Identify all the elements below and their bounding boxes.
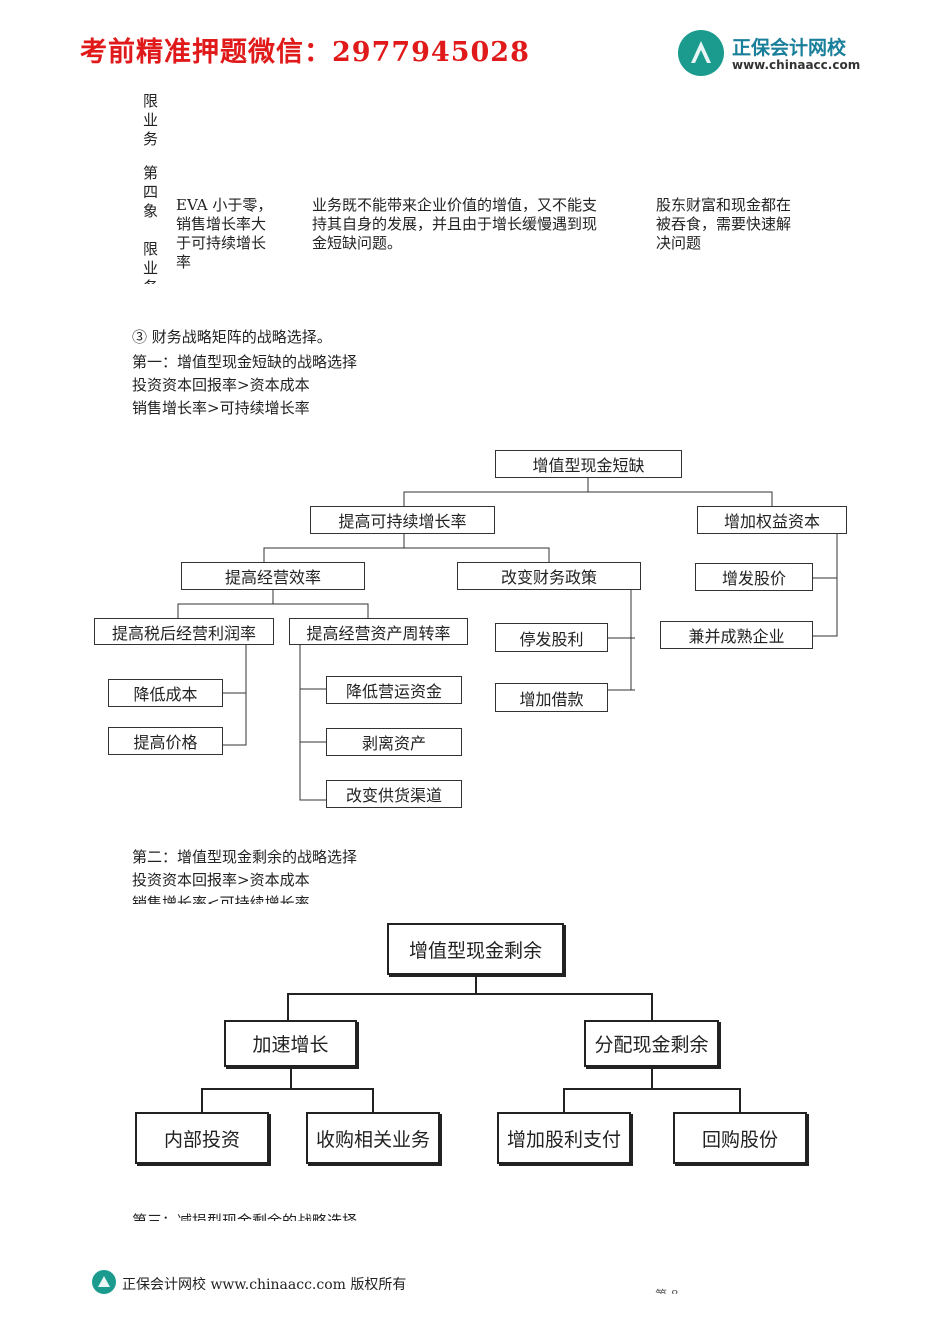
node-issue-shares: 增发股价 [695,563,813,591]
node-root-cash-shortage: 增值型现金短缺 [495,450,682,478]
node-distribute-surplus: 分配现金剩余 [584,1020,719,1067]
logo-title: 正保会计网校 [732,37,847,59]
label-char: 业 [143,111,159,129]
node-merge-mature: 兼并成熟企业 [660,621,813,649]
label-char: 象 [143,202,159,220]
label-char: 业 [143,259,159,277]
node-buyback: 回购股份 [673,1112,807,1164]
table-row4-label: 第 四 象 限 业 务 [143,164,159,284]
node-internal-investment: 内部投资 [135,1112,269,1164]
node-stop-dividend: 停发股利 [495,623,608,652]
promo-banner: 考前精准押题微信：2977945028 [80,37,530,68]
label-char: 限 [143,240,159,258]
label-char: 务 [143,278,159,284]
label-char: 四 [143,183,159,201]
page-number: 第 8 [655,1286,678,1294]
label-char: 第 [143,164,159,182]
node-profit-margin: 提高税后经营利润率 [94,618,274,645]
table-row4-description: 业务既不能带来企业价值的增值，又不能支 持其自身的发展，并且由于增长缓慢遇到现 … [312,196,598,252]
label-char: 务 [143,130,159,148]
table-row4-condition: EVA 小于零， 销售增长率大 于可持续增长 率 [176,196,273,271]
table-row3-label: 限 业 务 [143,92,159,149]
node-asset-turnover: 提高经营资产周转率 [289,618,468,645]
footer-copyright: 正保会计网校 www.chinaacc.com 版权所有 [122,1277,407,1293]
node-improve-efficiency: 提高经营效率 [181,562,365,590]
node-raise-price: 提高价格 [108,727,223,755]
first-condition-2: 销售增长率>可持续增长率 [132,399,310,417]
logo-url: www.chinaacc.com [732,58,861,72]
first-condition-1: 投资资本回报率>资本成本 [132,376,310,394]
node-borrow: 增加借款 [495,683,608,712]
logo-icon [678,30,724,76]
node-increase-dividend: 增加股利支付 [497,1112,631,1164]
node-cut-cost: 降低成本 [108,679,223,707]
node-change-financial-policy: 改变财务政策 [457,562,641,590]
second-condition-1: 投资资本回报率>资本成本 [132,871,310,889]
node-acquire-related: 收购相关业务 [306,1112,440,1164]
clipped-previous-text: —————————————— [96,62,292,68]
first-strategy-title: 第一：增值型现金短缺的战略选择 [132,353,358,371]
node-increase-equity: 增加权益资本 [697,506,847,534]
footer-logo-icon [92,1270,116,1294]
second-condition-2: 销售增长率<可持续增长率 [132,894,310,904]
node-root-cash-surplus: 增值型现金剩余 [387,923,564,975]
table-row4-conclusion: 股东财富和现金都在 被吞食，需要快速解 决问题 [656,196,792,252]
label-char: 限 [143,92,159,110]
node-accelerate-growth: 加速增长 [224,1020,357,1067]
third-strategy-title: 第三：减损型现金剩余的战略选择 [132,1212,358,1221]
node-divest: 剥离资产 [326,728,462,756]
section-heading: ③ 财务战略矩阵的战略选择。 [132,328,332,346]
node-change-supply: 改变供货渠道 [326,780,462,808]
second-strategy-title: 第二：增值型现金剩余的战略选择 [132,848,358,866]
node-improve-sgr: 提高可持续增长率 [310,506,495,534]
node-cut-working-capital: 降低营运资金 [326,676,462,704]
